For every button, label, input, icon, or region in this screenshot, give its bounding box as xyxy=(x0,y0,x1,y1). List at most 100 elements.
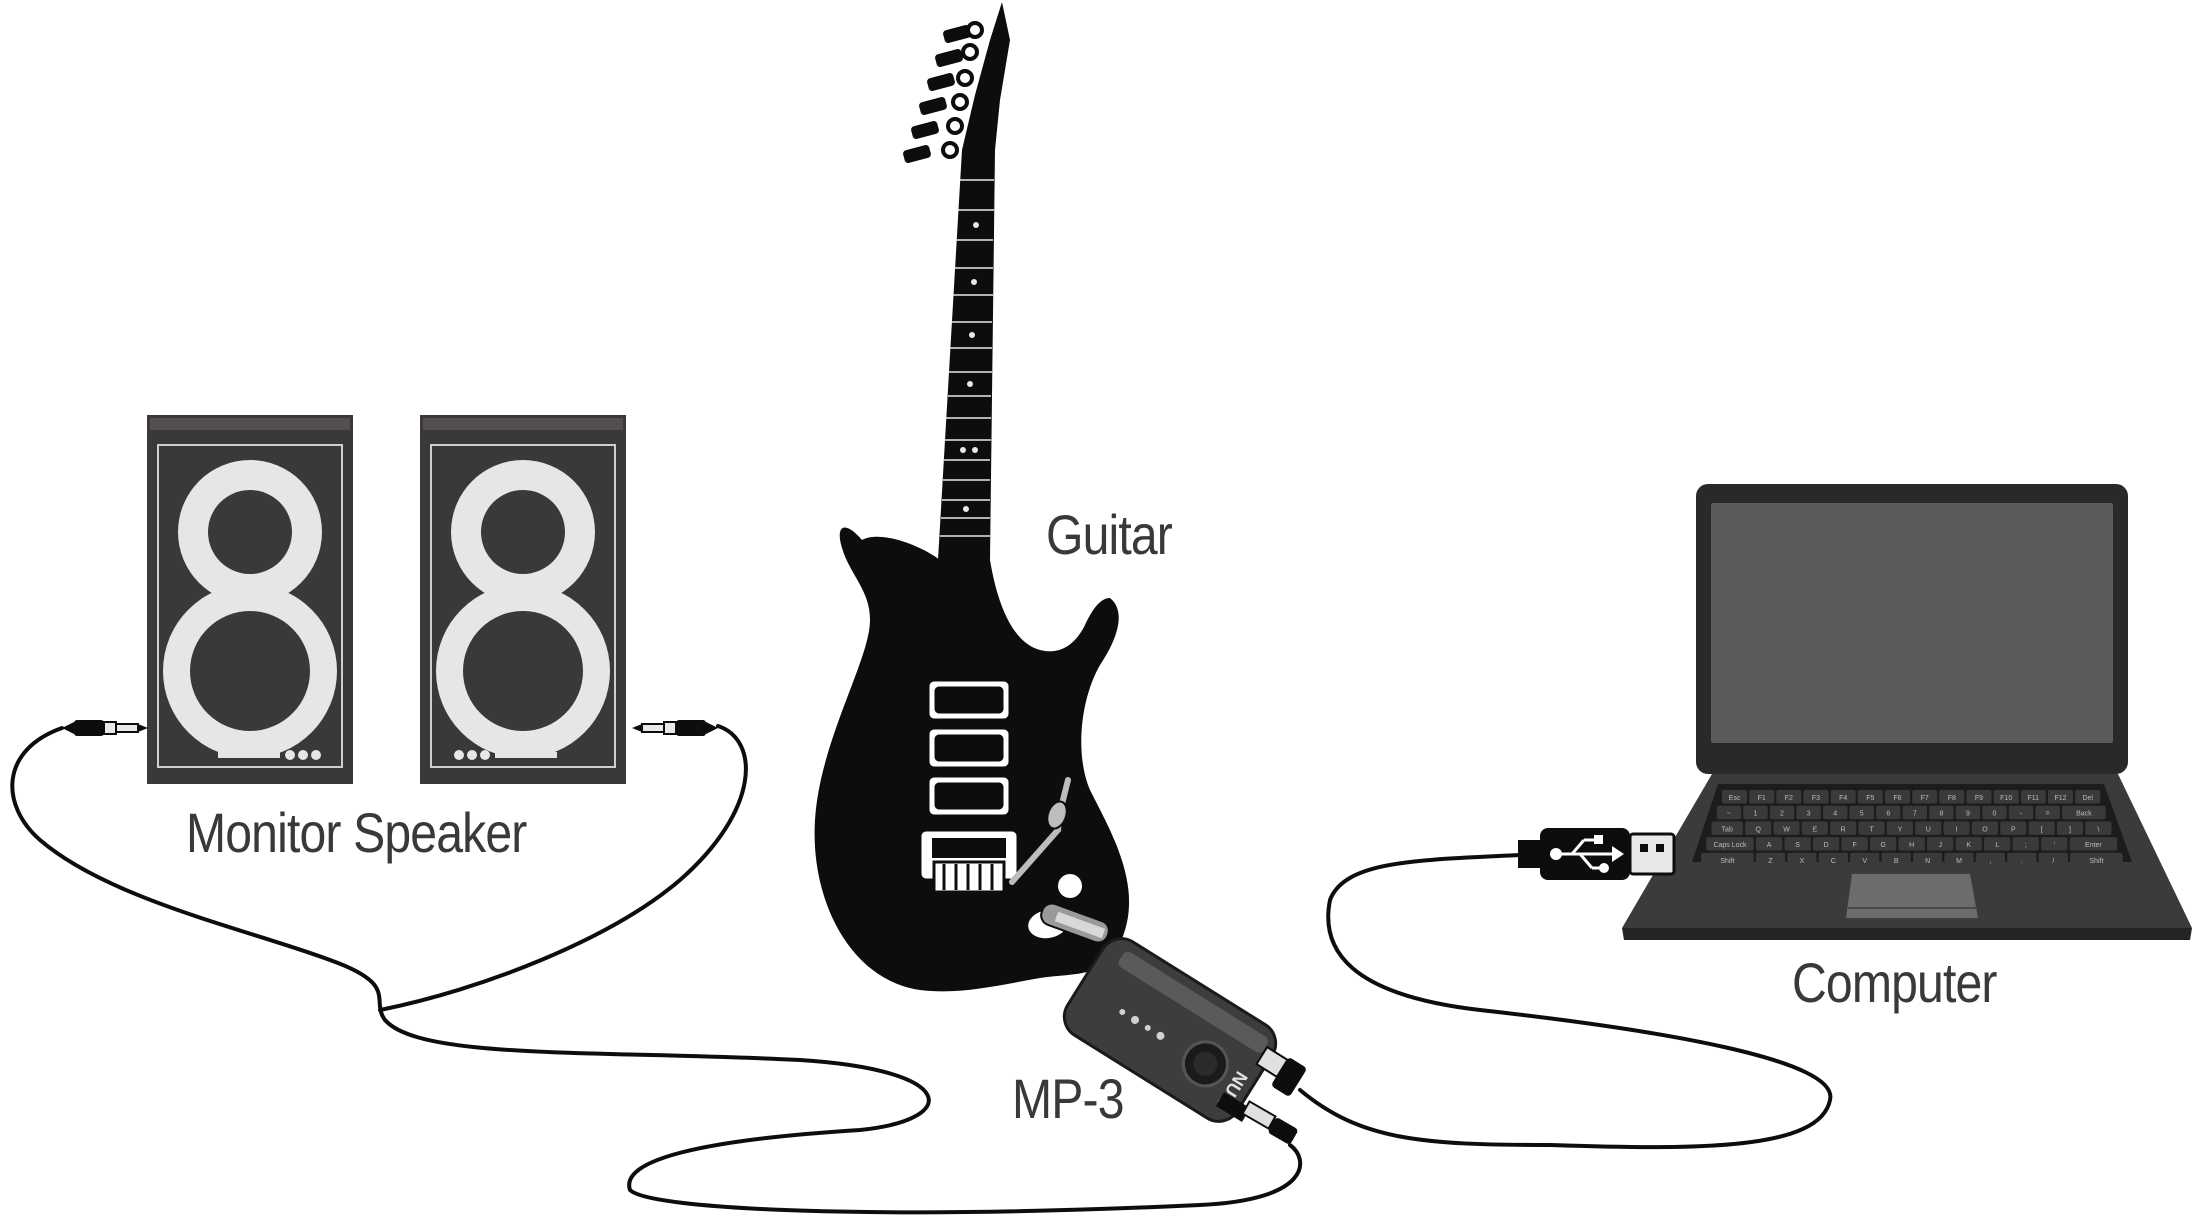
laptop-key-label: F1 xyxy=(1758,795,1766,802)
usb-plug xyxy=(1518,828,1676,880)
laptop-key xyxy=(1943,821,1970,835)
laptop-key-label: Shift xyxy=(1720,858,1734,865)
laptop-key xyxy=(1749,790,1775,804)
laptop-key xyxy=(1929,805,1954,820)
laptop-key xyxy=(1975,852,2005,867)
laptop-key xyxy=(1858,821,1885,835)
laptop-key xyxy=(1966,790,1992,804)
laptop-key-label: F3 xyxy=(1812,795,1820,802)
laptop-key xyxy=(1898,837,1925,851)
laptop-key-label: ' xyxy=(2054,842,2055,849)
monitor-speaker-right xyxy=(420,415,626,784)
laptop-key xyxy=(2041,837,2068,851)
laptop-key-label: Del xyxy=(2082,795,2093,802)
laptop-key-label: F7 xyxy=(1921,795,1929,802)
volume-knob xyxy=(1058,874,1082,898)
laptop-key xyxy=(1745,821,1772,835)
laptop-key xyxy=(1902,805,1927,820)
laptop-key xyxy=(1812,837,1840,851)
tuning-pegs xyxy=(903,25,971,163)
laptop-key xyxy=(1830,790,1856,804)
laptop-key xyxy=(1870,837,1897,851)
laptop-key xyxy=(2007,852,2037,867)
laptop-key-label: 2 xyxy=(1780,811,1784,818)
laptop-key-label: F9 xyxy=(1975,795,1983,802)
laptop-key-label: Esc xyxy=(1729,795,1741,802)
mp3-label: MP-3 xyxy=(1012,1067,1124,1130)
laptop-key xyxy=(2028,821,2055,835)
laptop-key-label: S xyxy=(1795,842,1800,849)
laptop-key xyxy=(1841,837,1868,851)
laptop-key xyxy=(1876,805,1901,820)
laptop-key xyxy=(1939,790,1965,804)
laptop-key xyxy=(1787,852,1817,867)
laptop-key-label: 6 xyxy=(1886,811,1890,818)
laptop-key-label: \ xyxy=(2097,826,2099,833)
laptop-key-label: , xyxy=(1989,858,1991,865)
laptop-key-label: 0 xyxy=(1993,811,1997,818)
laptop-key xyxy=(2070,852,2123,867)
laptop-key xyxy=(2008,805,2034,820)
laptop-key-label: Enter xyxy=(2085,842,2102,849)
mp3-buttons xyxy=(1119,1008,1165,1040)
laptop-key xyxy=(1818,852,1848,867)
usb-icon xyxy=(1550,835,1624,873)
laptop-key-label: ] xyxy=(2069,826,2071,833)
laptop-key-label: X xyxy=(1800,858,1805,865)
guitar-headstock xyxy=(962,2,1010,150)
laptop-key-label: - xyxy=(2020,811,2023,818)
laptop-key xyxy=(2069,837,2118,851)
laptop-key xyxy=(2048,790,2073,804)
laptop-key-label: / xyxy=(2052,858,2054,865)
laptop-key-label: W xyxy=(1783,826,1790,833)
laptop-key-label: C xyxy=(1831,858,1836,865)
laptop-key xyxy=(1912,790,1938,804)
laptop-key-label: F4 xyxy=(1839,795,1847,802)
laptop-key xyxy=(2020,790,2046,804)
laptop-key xyxy=(1927,837,1954,851)
laptop-key-label: J xyxy=(1938,842,1942,849)
speaker-jack-left xyxy=(62,720,148,736)
laptop-key-label: Z xyxy=(1768,858,1773,865)
laptop-key-label: 5 xyxy=(1860,811,1864,818)
laptop-key xyxy=(1955,837,1982,851)
guitar-label: Guitar xyxy=(1046,503,1173,566)
laptop-key xyxy=(2000,821,2027,835)
laptop-key xyxy=(1885,790,1910,804)
laptop-key-label: A xyxy=(1767,842,1772,849)
computer-label: Computer xyxy=(1792,951,1997,1014)
laptop-key-label: H xyxy=(1909,842,1914,849)
laptop-key xyxy=(1849,805,1874,820)
laptop-key-label: K xyxy=(1966,842,1971,849)
laptop-key xyxy=(1701,852,1754,867)
laptop-key-label: D xyxy=(1824,842,1829,849)
laptop-key-label: B xyxy=(1894,858,1899,865)
laptop-key xyxy=(1722,790,1747,804)
laptop-key-label: 4 xyxy=(1833,811,1837,818)
fret-markers xyxy=(960,222,979,512)
laptop-key-label: F xyxy=(1852,842,1856,849)
laptop-key xyxy=(1944,852,1974,867)
laptop-key-label: 3 xyxy=(1807,811,1811,818)
laptop-key xyxy=(1881,852,1911,867)
guitar-bridge xyxy=(918,828,1020,894)
tuner-posts xyxy=(941,21,984,159)
laptop-key xyxy=(1769,805,1795,820)
laptop-screen xyxy=(1711,503,2113,743)
usb-c-plug xyxy=(1255,1045,1306,1096)
laptop-key xyxy=(1971,821,1998,835)
laptop-key xyxy=(2038,852,2068,867)
frets xyxy=(940,179,994,537)
laptop-key xyxy=(1915,821,1942,835)
laptop-key xyxy=(1711,821,1743,835)
laptop-key-label: P xyxy=(2011,826,2016,833)
laptop-key-label: Q xyxy=(1755,826,1761,833)
laptop-key xyxy=(1982,805,2007,820)
laptop-key xyxy=(1801,821,1828,835)
laptop-key-label: I xyxy=(1956,826,1958,833)
laptop-key xyxy=(1823,805,1848,820)
laptop-key-label: U xyxy=(1926,826,1931,833)
laptop-key xyxy=(1830,821,1857,835)
